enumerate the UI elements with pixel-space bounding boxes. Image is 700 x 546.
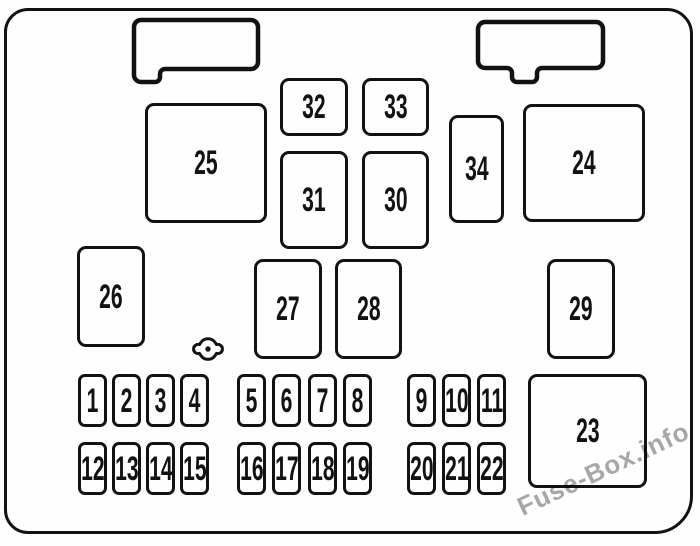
fuse-14-label: 14 (148, 449, 173, 488)
fuse-5: 5 (237, 374, 266, 427)
fuse-19: 19 (343, 442, 372, 495)
fuse-10-label: 10 (444, 381, 469, 420)
relay-29: 29 (547, 259, 615, 359)
fuse-10: 10 (442, 374, 471, 427)
fuse-11: 11 (477, 374, 506, 427)
fuse-15-label: 15 (182, 449, 207, 488)
relay-31-label: 31 (302, 181, 326, 219)
relay-30-label: 30 (383, 181, 408, 219)
fuse-21: 21 (442, 442, 471, 495)
relay-32: 32 (280, 78, 348, 136)
fuse-12: 12 (78, 442, 107, 495)
fuse-7: 7 (308, 374, 337, 427)
fuse-3: 3 (146, 374, 175, 427)
relay-32-label: 32 (302, 88, 326, 126)
fuse-16: 16 (237, 442, 266, 495)
fuse-4: 4 (180, 374, 209, 427)
fuse-2-label: 2 (120, 381, 133, 420)
fuse-19-label: 19 (345, 449, 370, 488)
relay-28-label: 28 (356, 290, 381, 328)
fuse-21-label: 21 (444, 449, 469, 488)
relay-28: 28 (335, 259, 402, 359)
fuse-9: 9 (407, 374, 436, 427)
relay-25-label: 25 (194, 144, 218, 182)
bolt-icon (192, 337, 224, 361)
relay-24: 24 (523, 104, 645, 222)
relay-33: 33 (362, 78, 429, 136)
relay-24-label: 24 (572, 144, 596, 182)
fuse-18-label: 18 (310, 449, 335, 488)
relay-26: 26 (77, 246, 145, 347)
relay-25: 25 (145, 103, 267, 223)
fuse-22-label: 22 (479, 449, 504, 488)
mounting-tab-right (475, 19, 606, 85)
fuse-5-label: 5 (245, 381, 258, 420)
relay-31: 31 (280, 151, 348, 249)
fuse-13: 13 (112, 442, 141, 495)
fuse-3-label: 3 (154, 381, 167, 420)
relay-29-label: 29 (569, 290, 593, 328)
fuse-22: 22 (477, 442, 506, 495)
fuse-15: 15 (180, 442, 209, 495)
fuse-18: 18 (308, 442, 337, 495)
fuse-13-label: 13 (114, 449, 139, 488)
relay-23-label: 23 (575, 412, 600, 450)
relay-34: 34 (449, 115, 504, 223)
fuse-1: 1 (78, 374, 107, 427)
fuse-6-label: 6 (280, 381, 293, 420)
fuse-9-label: 9 (415, 381, 428, 420)
fuse-11-label: 11 (480, 381, 503, 420)
fuse-7-label: 7 (316, 381, 329, 420)
relay-33-label: 33 (383, 88, 408, 126)
relay-27-label: 27 (276, 290, 300, 328)
relay-26-label: 26 (99, 277, 123, 316)
relay-23: 23 (528, 374, 647, 488)
fuse-1-label: 1 (86, 381, 99, 420)
fuse-16-label: 16 (239, 449, 264, 488)
fuse-2: 2 (112, 374, 141, 427)
relay-30: 30 (362, 151, 429, 249)
fuse-6: 6 (272, 374, 301, 427)
relay-34-label: 34 (464, 150, 489, 188)
fuse-17: 17 (272, 442, 301, 495)
fuse-20: 20 (407, 442, 436, 495)
fuse-20-label: 20 (409, 449, 434, 488)
fuse-17-label: 17 (274, 449, 299, 488)
fuse-8-label: 8 (351, 381, 364, 420)
relay-27: 27 (254, 259, 322, 359)
fuse-8: 8 (343, 374, 372, 427)
fuse-14: 14 (146, 442, 175, 495)
mounting-tab-left (131, 17, 261, 85)
fuse-12-label: 12 (80, 449, 105, 488)
fuse-4-label: 4 (188, 381, 201, 420)
